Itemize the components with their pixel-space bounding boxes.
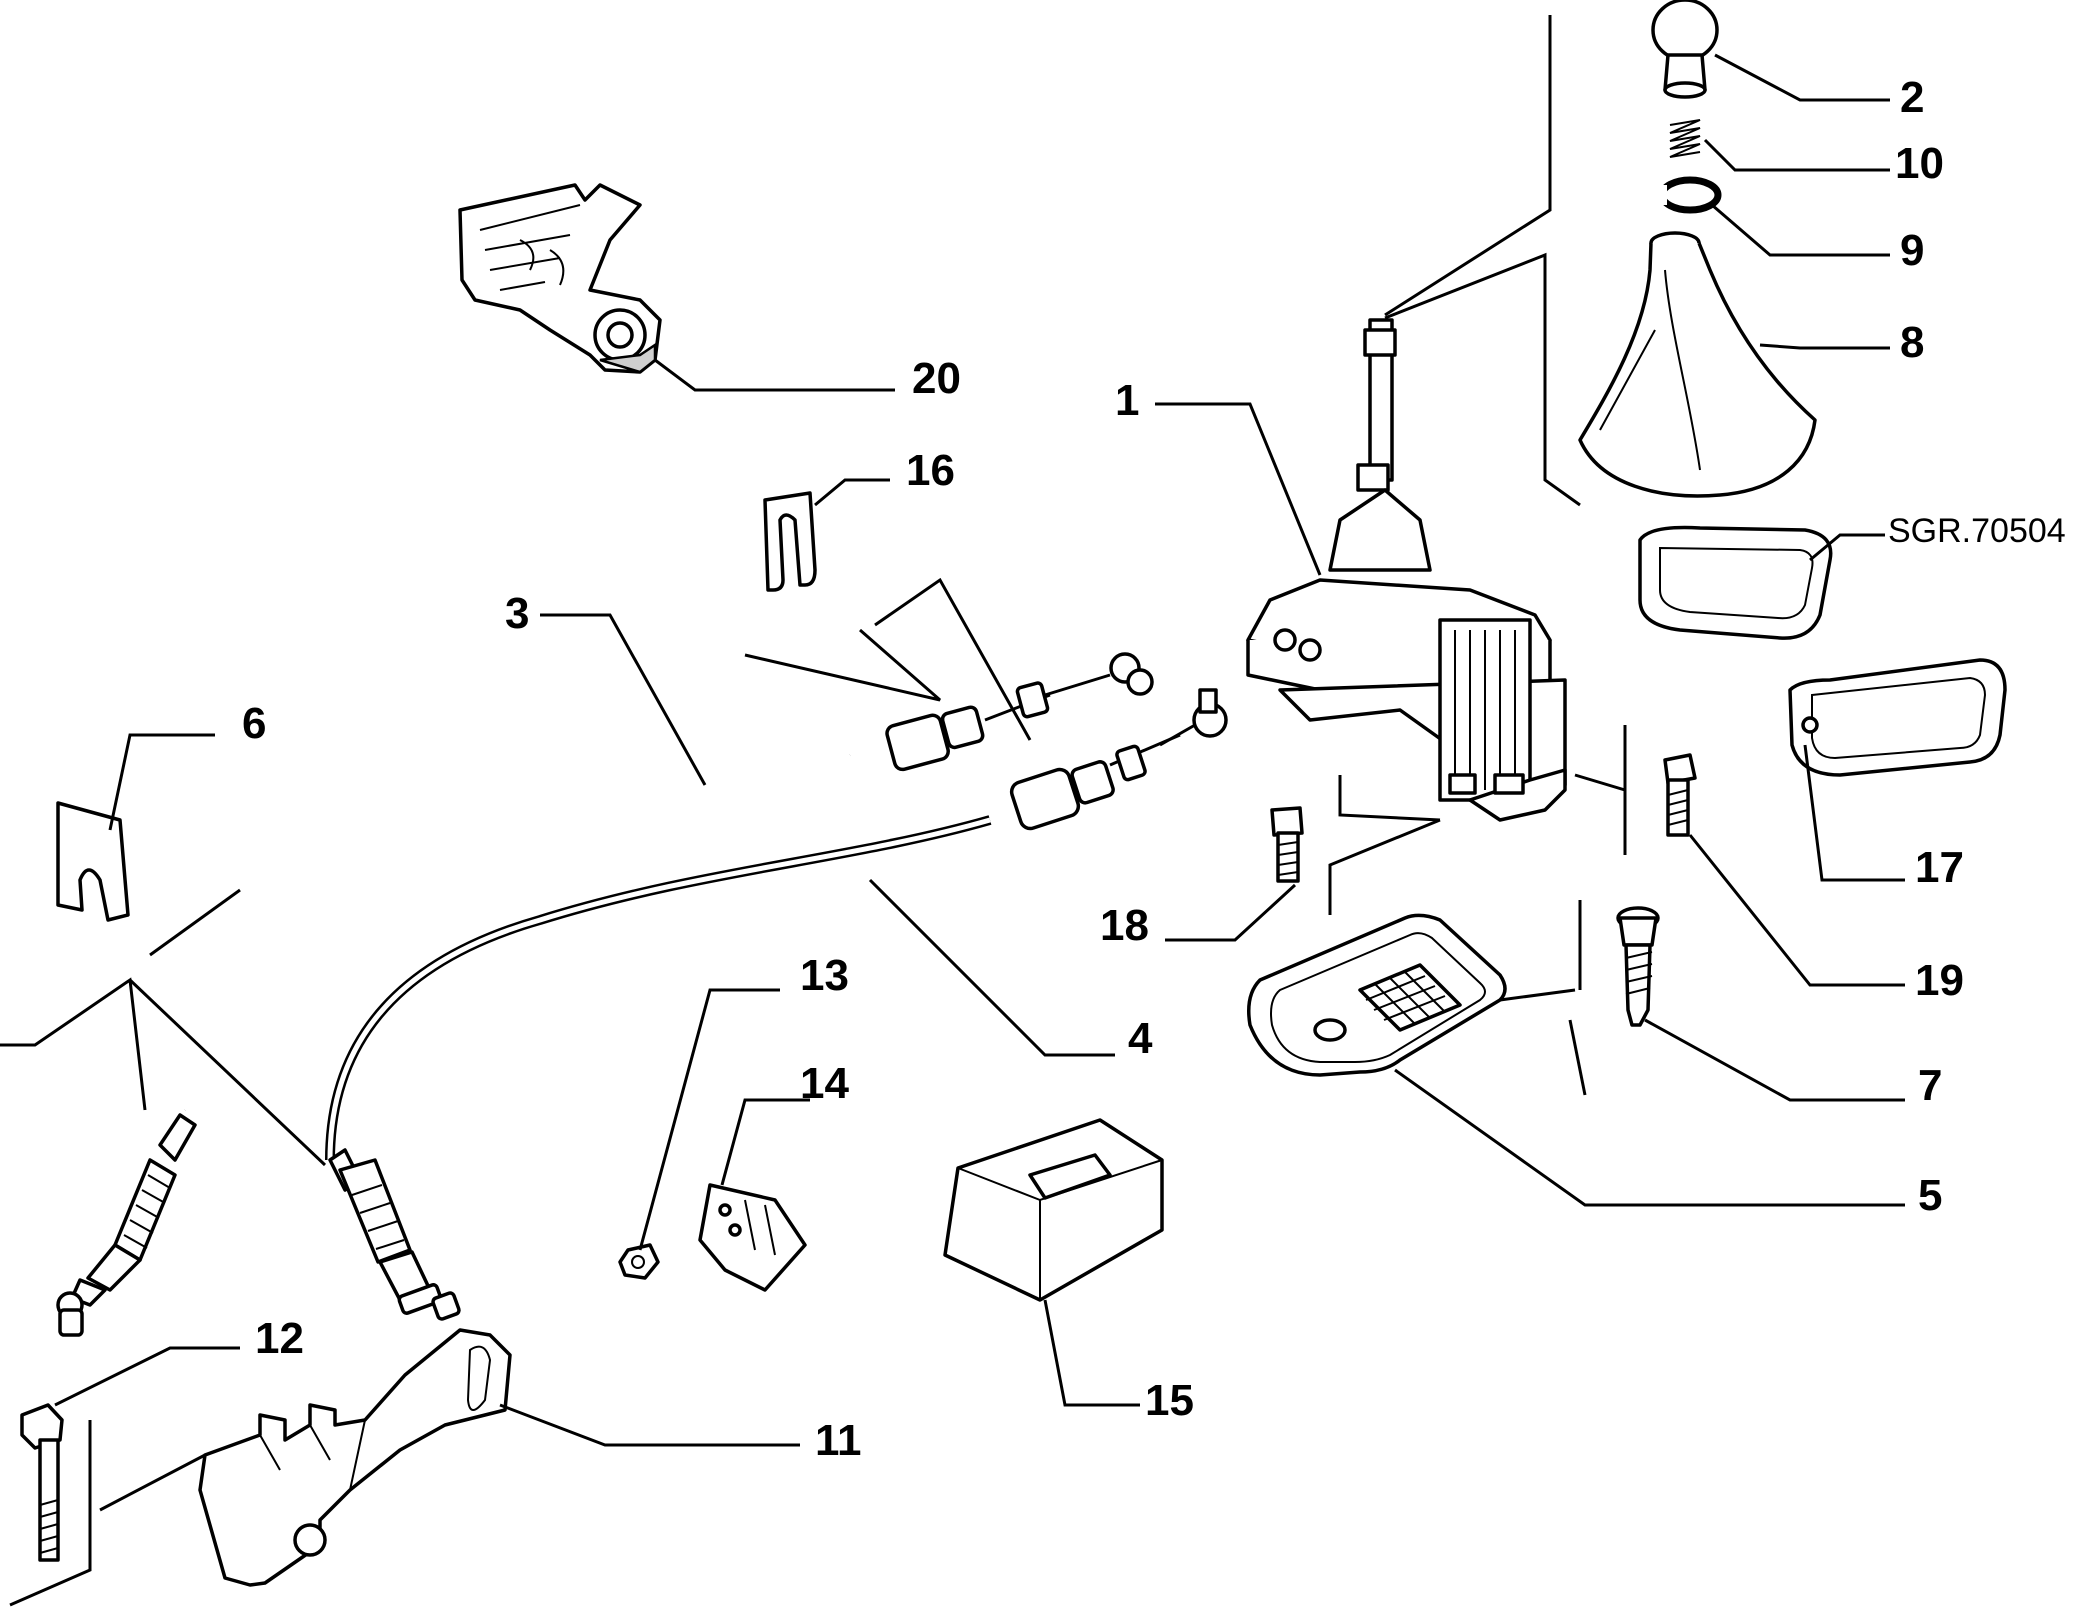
part-14-bracket <box>698 1183 807 1292</box>
bracket-right <box>1574 725 1627 793</box>
part-19-bolt <box>1663 753 1697 837</box>
cable-end-left <box>56 1113 197 1337</box>
label-17: 17 <box>1915 843 1964 892</box>
reference-code: SGR.70504 <box>1888 512 2066 550</box>
part-12-bolt <box>20 1403 64 1562</box>
label-5: 5 <box>1918 1171 1942 1220</box>
label-13: 13 <box>800 951 849 1000</box>
part-7-screw <box>1616 906 1660 1027</box>
leader-ref <box>1809 533 1885 562</box>
label-6: 6 <box>242 699 266 748</box>
leader-1 <box>1155 402 1322 576</box>
bracket-cable-lower-2 <box>128 978 327 1167</box>
bracket-7b <box>1568 1019 1587 1096</box>
part-16-clip <box>763 491 817 592</box>
leader-8 <box>1759 343 1890 350</box>
leader-10 <box>1703 138 1890 172</box>
label-20: 20 <box>912 354 961 403</box>
label-8: 8 <box>1900 318 1924 367</box>
leader-5 <box>1394 1068 1905 1207</box>
bracket-mid <box>1338 775 1441 822</box>
leader-18 <box>1165 883 1297 942</box>
leader-14 <box>720 1098 810 1186</box>
label-10: 10 <box>1895 139 1944 188</box>
part-20-cable-bracket <box>458 183 662 374</box>
label-18: 18 <box>1100 901 1149 950</box>
leader-15 <box>1043 1299 1140 1407</box>
label-2: 2 <box>1900 73 1924 122</box>
part-5-base-plate <box>1247 913 1507 1077</box>
cable-end-right <box>328 1148 461 1321</box>
leader-4 <box>868 878 1115 1057</box>
leader-6 <box>108 733 215 831</box>
ring-frame <box>1638 525 1833 640</box>
part-2-knob <box>1651 0 1719 99</box>
label-7: 7 <box>1918 1061 1942 1110</box>
leader-5b <box>1499 988 1576 1002</box>
bracket-cable-top <box>744 628 941 702</box>
label-15: 15 <box>1145 1376 1194 1425</box>
part-11-bracket <box>198 1328 512 1587</box>
label-12: 12 <box>255 1314 304 1363</box>
bracket-mid-2 <box>1328 818 1441 915</box>
part-13-nut <box>618 1243 660 1280</box>
label-3: 3 <box>505 589 529 638</box>
label-9: 9 <box>1900 226 1924 275</box>
bracket-11b <box>9 1420 92 1607</box>
part-1-gear-lever <box>1246 318 1567 822</box>
leader-16 <box>814 478 890 507</box>
leader-11 <box>499 1403 800 1447</box>
bracket-cable-top-2 <box>874 577 1032 741</box>
leader-20 <box>654 358 895 392</box>
bracket-lever-top <box>1384 15 1552 317</box>
leader-3 <box>540 613 707 786</box>
leader-13 <box>638 988 780 1251</box>
label-4: 4 <box>1128 1014 1153 1063</box>
leader-9 <box>1711 203 1890 257</box>
part-3-cable <box>182 652 1154 1112</box>
leader-19 <box>1688 834 1905 987</box>
leader-12 <box>54 1346 240 1407</box>
bracket-11 <box>99 1453 206 1512</box>
label-19: 19 <box>1915 956 1964 1005</box>
label-14: 14 <box>800 1059 849 1108</box>
part-15-cover <box>943 1118 1164 1302</box>
leader-7 <box>1644 1018 1905 1102</box>
part-4-cable <box>325 688 1228 1161</box>
part-10-spring <box>1669 119 1701 158</box>
part-9-ring <box>1655 176 1722 214</box>
label-11: 11 <box>815 1416 862 1465</box>
label-16: 16 <box>906 446 955 495</box>
part-6-clip <box>56 801 130 922</box>
part-18-bolt <box>1270 806 1304 883</box>
bracket-lever-top-2 <box>1384 252 1581 507</box>
bracket-cable-lower <box>0 977 147 1111</box>
leader-17 <box>1803 744 1905 882</box>
bracket-cable-lower-3 <box>149 888 241 957</box>
part-17-gasket <box>1788 658 2007 777</box>
label-1: 1 <box>1115 376 1139 425</box>
part-8-boot <box>1578 231 1817 498</box>
leader-2 <box>1714 53 1890 102</box>
